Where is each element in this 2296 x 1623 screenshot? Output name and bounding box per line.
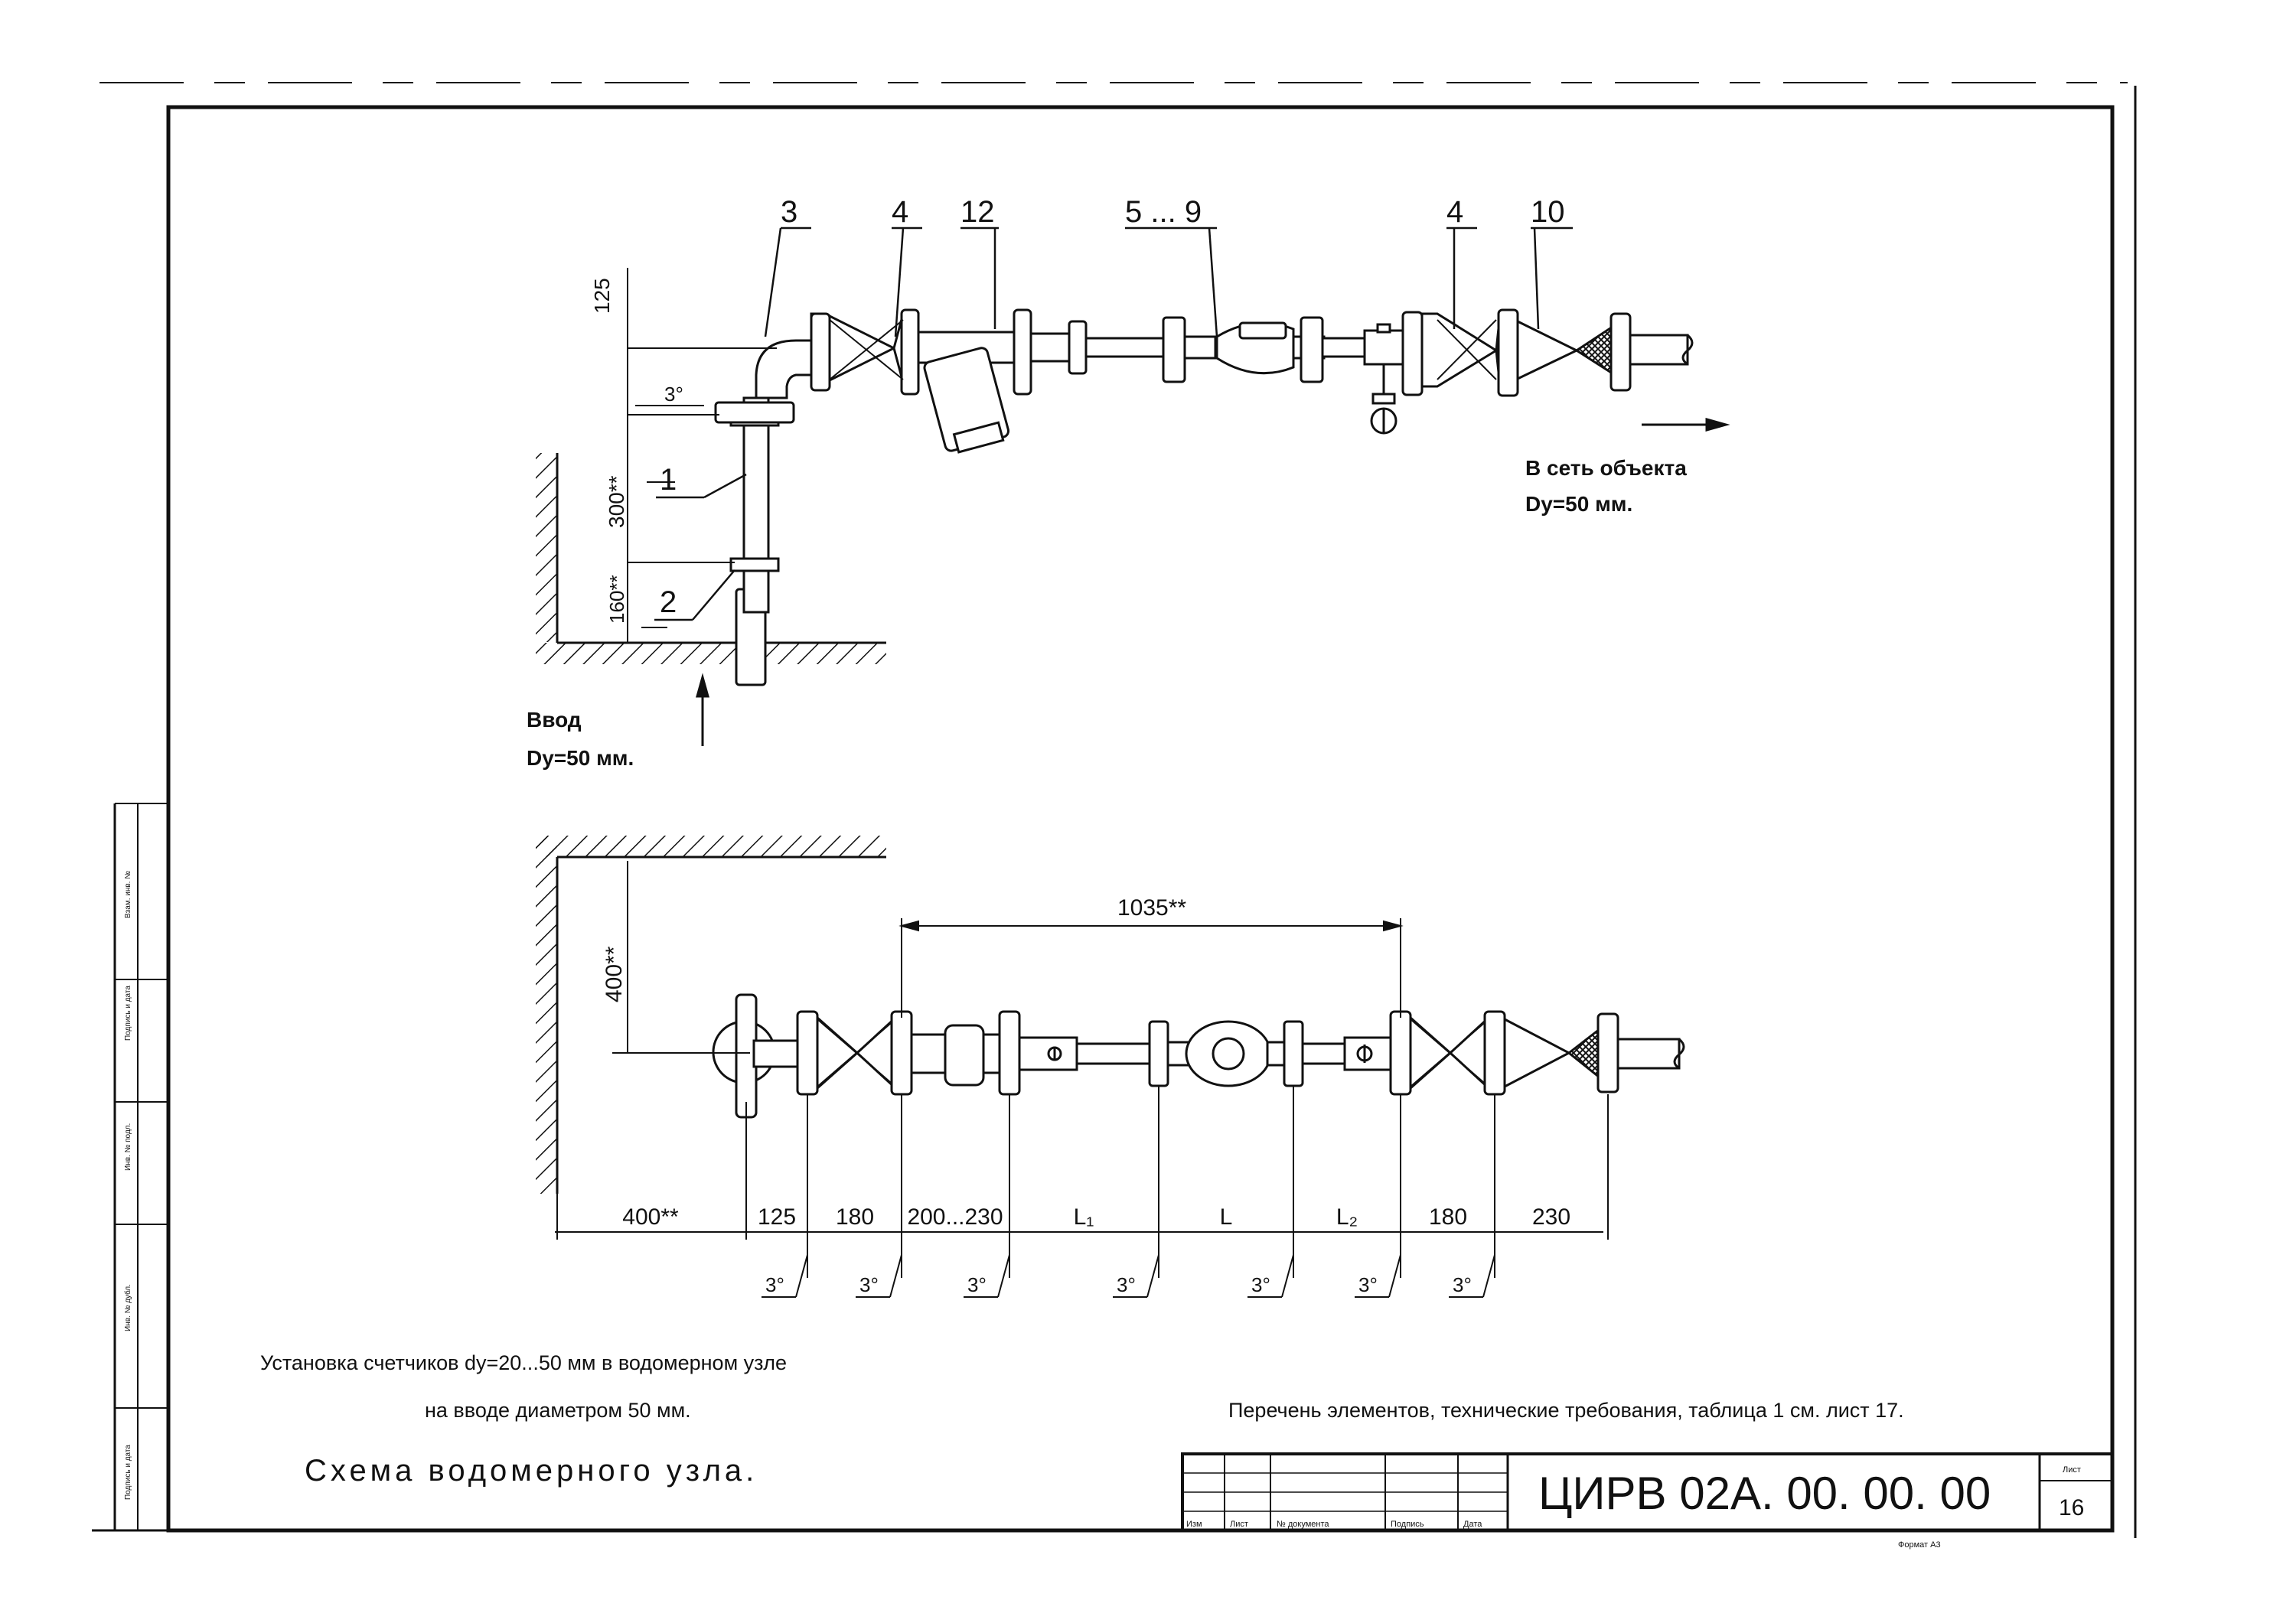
angle-mark-2: 3° <box>964 1254 1010 1298</box>
dim-160: 160** <box>605 575 628 624</box>
dim-angle-top: 3° <box>664 383 683 406</box>
angle-marks: 3° 3° 3° 3° 3° 3° 3° <box>762 1254 1495 1298</box>
col-izm: Изм <box>1186 1520 1202 1529</box>
col-sign: Подпись <box>1391 1520 1424 1529</box>
callout-5-9: 5 ... 9 <box>1125 195 1202 229</box>
caption-line-2: на вводе диаметром 50 мм. <box>425 1399 691 1422</box>
angle-label-1: 3° <box>859 1273 879 1296</box>
callout-1: 1 <box>660 463 677 497</box>
sheet-title: Схема водомерного узла. <box>305 1454 758 1488</box>
callout-10: 10 <box>1531 195 1565 229</box>
sheet-label: Лист <box>2063 1465 2081 1475</box>
riser-pipe <box>714 339 814 686</box>
segment-label-8: 230 <box>1532 1204 1570 1230</box>
title-block <box>1181 1452 2114 1532</box>
segment-label-0: 400** <box>622 1204 679 1230</box>
notes: Установка счетчиков dy=20...50 мм в водо… <box>260 1351 1904 1488</box>
side-stamp-5: Подпись и дата <box>124 1445 132 1500</box>
angle-label-0: 3° <box>765 1273 784 1296</box>
bottom-dimensions <box>555 861 1609 1278</box>
segment-labels: 400** 125 180 200...230 L₁ L L₂ 180 230 <box>622 1204 1570 1230</box>
segment-label-4: L₁ <box>1074 1204 1094 1230</box>
dim-300: 300** <box>605 475 628 528</box>
top-wall <box>536 453 886 664</box>
segment-label-3: 200...230 <box>907 1204 1003 1230</box>
callouts <box>654 227 1573 621</box>
bottom-wall <box>536 836 886 1194</box>
callout-12: 12 <box>960 195 995 229</box>
angle-mark-0: 3° <box>762 1254 808 1298</box>
angle-label-2: 3° <box>967 1273 987 1296</box>
dim-wall: 400** <box>602 946 627 1002</box>
segment-label-5: L <box>1220 1204 1233 1230</box>
angle-mark-4: 3° <box>1247 1254 1294 1298</box>
side-stamp-3: Инв. № подл. <box>124 1123 132 1171</box>
callout-3: 3 <box>781 195 797 229</box>
segment-label-7: 180 <box>1429 1204 1467 1230</box>
angle-label-5: 3° <box>1358 1273 1378 1296</box>
angle-mark-1: 3° <box>856 1254 902 1298</box>
top-pipe-run <box>810 308 1694 454</box>
col-date: Дата <box>1463 1520 1482 1529</box>
caption-line-1: Установка счетчиков dy=20...50 мм в водо… <box>260 1351 787 1374</box>
outlet-label-2: Dy=50 мм. <box>1525 492 1632 516</box>
segment-label-1: 125 <box>758 1204 796 1230</box>
callout-2: 2 <box>660 585 677 619</box>
dim-total: 1035** <box>1117 895 1186 921</box>
bottom-view <box>536 836 1685 1194</box>
sheet-number: 16 <box>2059 1495 2084 1520</box>
doc-code: ЦИРВ 02А. 00. 00. 00 <box>1538 1468 1991 1519</box>
col-doc: № документа <box>1277 1520 1329 1529</box>
top-dim-texts: 125 300** 160** 3° <box>590 278 683 624</box>
angle-label-6: 3° <box>1453 1273 1472 1296</box>
angle-label-4: 3° <box>1251 1273 1270 1296</box>
inlet-label-1: Ввод <box>527 708 582 732</box>
segment-label-6: L₂ <box>1336 1204 1358 1230</box>
callout-4-left: 4 <box>892 195 908 229</box>
sheet-frame <box>92 82 2137 1538</box>
reference-note: Перечень элементов, технические требован… <box>1228 1399 1904 1422</box>
bottom-pipe-run <box>712 993 1685 1119</box>
top-dimensions <box>627 268 777 644</box>
angle-mark-3: 3° <box>1113 1254 1159 1298</box>
side-stamp: Взам. инв. № Подпись и дата Инв. № подл.… <box>123 871 132 1500</box>
angle-mark-6: 3° <box>1449 1254 1495 1298</box>
top-view <box>536 308 1730 746</box>
inlet-label-2: Dy=50 мм. <box>527 746 634 770</box>
callout-4-right: 4 <box>1446 195 1463 229</box>
side-stamp-2: Подпись и дата <box>124 986 132 1041</box>
side-stamp-1: Взам. инв. № <box>124 871 132 918</box>
angle-mark-5: 3° <box>1355 1254 1401 1298</box>
segment-label-2: 180 <box>836 1204 874 1230</box>
flow-labels: В сеть объекта Dy=50 мм. Ввод Dy=50 мм. <box>527 456 1687 770</box>
format-label: Формат А3 <box>1898 1540 1941 1550</box>
angle-label-3: 3° <box>1117 1273 1136 1296</box>
dim-125: 125 <box>590 278 614 314</box>
side-stamp-4: Инв. № дубл. <box>123 1284 132 1331</box>
col-list: Лист <box>1230 1520 1248 1529</box>
outlet-label-1: В сеть объекта <box>1525 456 1687 480</box>
title-block-texts: Изм Лист № документа Подпись Дата ЦИРВ 0… <box>1186 1465 2084 1550</box>
bottom-dim-texts: 1035** 400** <box>602 895 1186 1002</box>
callout-labels: 3 4 12 5 ... 9 4 10 1 2 <box>660 195 1565 619</box>
